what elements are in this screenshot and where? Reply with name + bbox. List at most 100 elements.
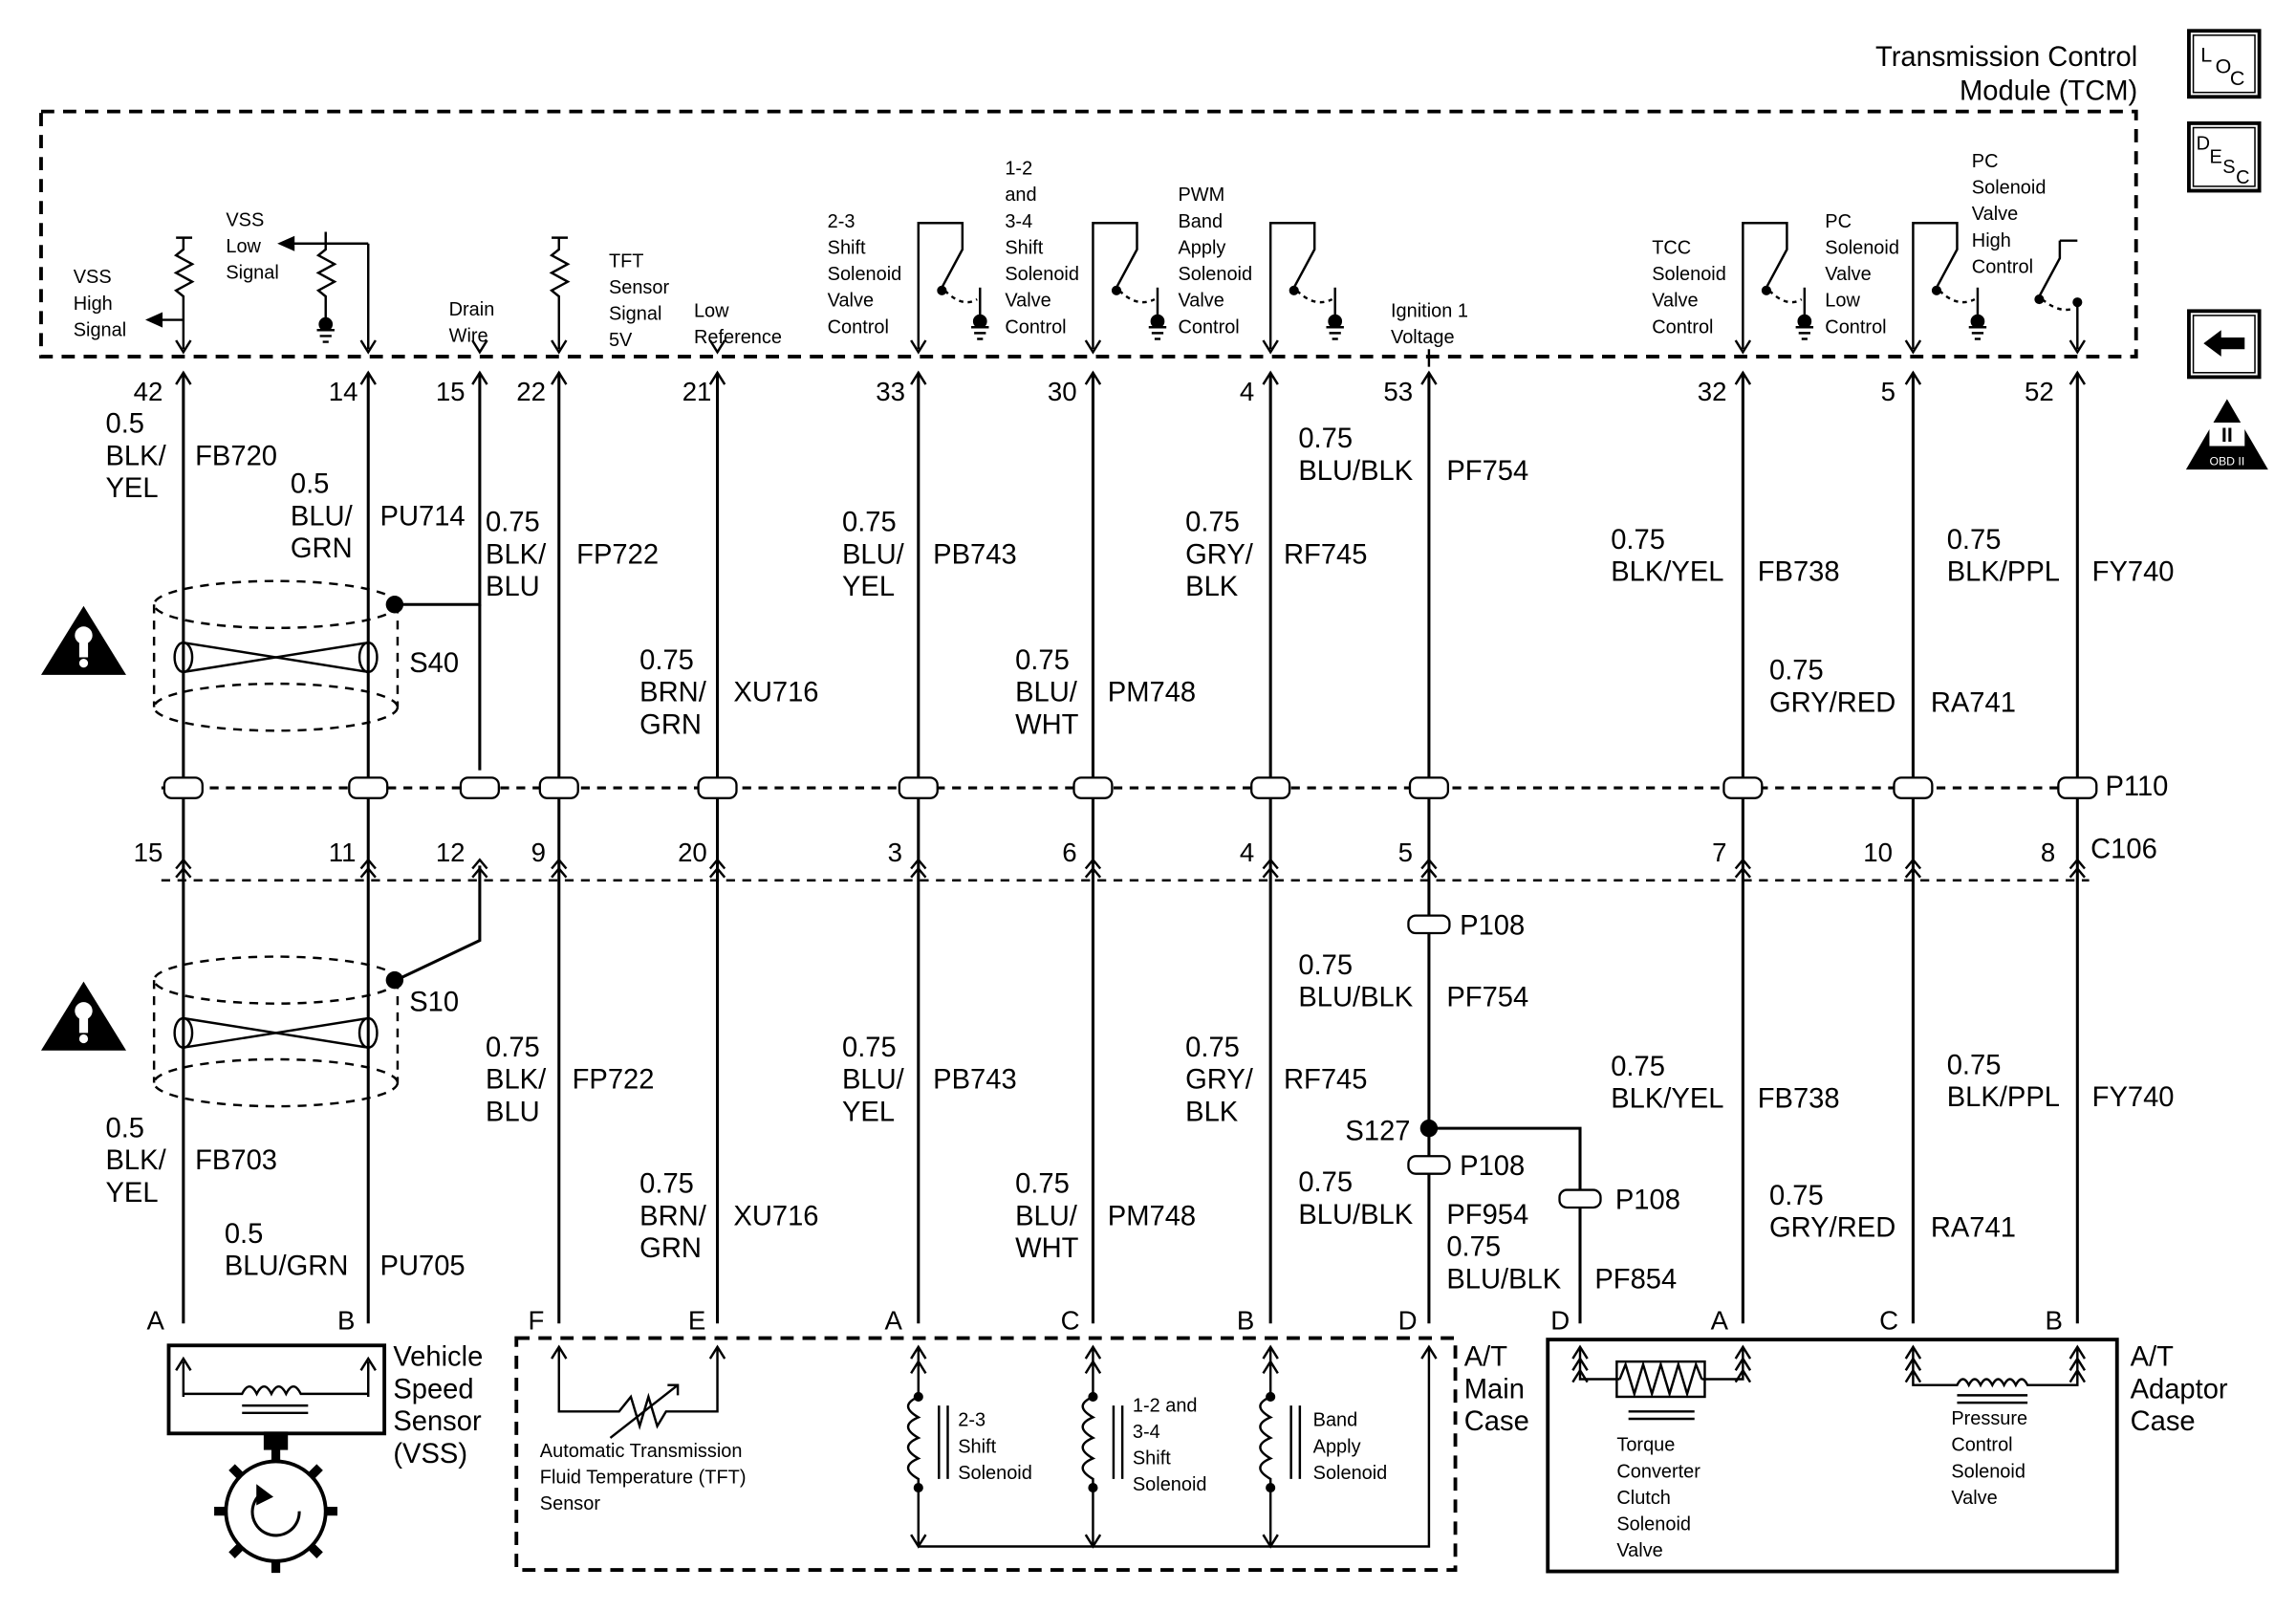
adaptor-pin-d: D bbox=[1550, 1305, 1570, 1335]
splice-s10-dot bbox=[385, 970, 404, 990]
tcm-pin-33: 33 bbox=[876, 377, 905, 406]
vss-sensor bbox=[166, 1343, 387, 1436]
p108-connectors bbox=[1407, 914, 1602, 1209]
tcm-pin-14: 14 bbox=[329, 377, 358, 406]
tcm-pin-30: 30 bbox=[1048, 377, 1077, 406]
tcm-pin-22: 22 bbox=[516, 377, 546, 406]
main-case-box bbox=[514, 1336, 1458, 1572]
warning-icon-upper[interactable] bbox=[40, 605, 126, 675]
wire-pm748-lower-circuit: PM748 bbox=[1108, 1201, 1196, 1231]
wire-fb738-upper-circuit: FB738 bbox=[1758, 557, 1840, 588]
wire-pf754-upper: 0.75 BLU/BLK bbox=[1298, 424, 1413, 487]
tcm-pin-32: 32 bbox=[1698, 377, 1727, 406]
wire-fy740-lower: 0.75 BLK/PPL bbox=[1947, 1050, 2060, 1113]
obd-ii-icon[interactable]: II OBD II bbox=[2185, 399, 2268, 470]
splice-s10: S10 bbox=[409, 987, 459, 1017]
svg-text:D: D bbox=[2197, 134, 2210, 155]
sol23-pin-a: A bbox=[884, 1305, 902, 1335]
loc-icon[interactable]: L O C bbox=[2187, 29, 2262, 99]
wire-pu705: 0.5 BLU/GRN bbox=[225, 1219, 349, 1282]
c106-pin-11: 11 bbox=[329, 838, 357, 867]
adaptor-pin-a: A bbox=[1711, 1305, 1729, 1335]
p110-label: P110 bbox=[2105, 772, 2168, 802]
tcm-pin-53: 53 bbox=[1383, 377, 1413, 406]
warning-icon-lower[interactable] bbox=[40, 981, 126, 1051]
adaptor-pin-b: B bbox=[2046, 1305, 2063, 1335]
svg-text:E: E bbox=[2209, 146, 2221, 167]
tft-pin-e: E bbox=[688, 1305, 705, 1335]
vss-label: Vehicle Speed Sensor (VSS) bbox=[393, 1342, 490, 1469]
back-arrow-icon[interactable] bbox=[2187, 309, 2262, 380]
wire-pb743-lower: 0.75 BLU/ YEL bbox=[842, 1033, 912, 1128]
c106-pin-9: 9 bbox=[531, 838, 546, 867]
wire-lines bbox=[182, 372, 2079, 1324]
wire-rf745-lower: 0.75 GRY/ BLK bbox=[1185, 1033, 1261, 1128]
wire-ra741-lower: 0.75 GRY/RED bbox=[1769, 1181, 1895, 1244]
p110-connectors bbox=[162, 776, 2098, 799]
adaptor-case-box bbox=[1546, 1338, 2119, 1574]
p108-label-1: P108 bbox=[1460, 911, 1525, 942]
wire-xu716-upper: 0.75 BRN/ GRN bbox=[639, 645, 714, 741]
wire-fb703-circuit: FB703 bbox=[195, 1145, 277, 1176]
c106-arrows bbox=[175, 858, 2086, 879]
wire-fb738-lower: 0.75 BLK/YEL bbox=[1611, 1052, 1723, 1115]
tcm-title-line2: Module (TCM) bbox=[1960, 76, 2137, 106]
c106-pin-5: 5 bbox=[1398, 838, 1413, 867]
wire-fy740-lower-circuit: FY740 bbox=[2092, 1082, 2175, 1113]
wire-pm748-upper: 0.75 BLU/ WHT bbox=[1015, 645, 1085, 741]
wire-pm748-upper-circuit: PM748 bbox=[1108, 678, 1196, 708]
wire-pb743-upper-circuit: PB743 bbox=[933, 539, 1017, 570]
adaptor-case-wiring bbox=[1571, 1344, 2087, 1421]
adaptor-pin-c: C bbox=[1879, 1305, 1898, 1335]
c106-pin-7: 7 bbox=[1712, 838, 1726, 867]
wire-pf854-circuit: PF854 bbox=[1594, 1264, 1677, 1295]
p108-label-2: P108 bbox=[1460, 1151, 1525, 1182]
p108-label-3: P108 bbox=[1615, 1186, 1680, 1216]
shield-upper bbox=[152, 579, 400, 732]
tcm-pin-21: 21 bbox=[682, 377, 712, 406]
tft-sensor-label: Automatic Transmission Fluid Temperature… bbox=[540, 1441, 751, 1514]
wire-ra741-lower-circuit: RA741 bbox=[1931, 1213, 2016, 1244]
wire-fb703: 0.5 BLK/ YEL bbox=[106, 1113, 174, 1208]
vss-pin-b: B bbox=[337, 1305, 355, 1335]
vss-pin-a: A bbox=[146, 1305, 164, 1335]
wire-pm748-lower: 0.75 BLU/ WHT bbox=[1015, 1169, 1085, 1265]
c106-pin-12: 12 bbox=[436, 838, 466, 867]
wire-pu705-circuit: PU705 bbox=[380, 1252, 466, 1282]
wire-xu716-lower: 0.75 BRN/ GRN bbox=[639, 1169, 714, 1265]
splice-s127: S127 bbox=[1345, 1116, 1410, 1146]
tcm-title-line1: Transmission Control bbox=[1875, 42, 2137, 73]
splice-s40-dot bbox=[385, 596, 404, 614]
c106-pin-8: 8 bbox=[2041, 838, 2055, 867]
tcc-solenoid-label: Torque Converter Clutch Solenoid Valve bbox=[1616, 1435, 1705, 1561]
wire-ra741-upper: 0.75 GRY/RED bbox=[1769, 656, 1895, 719]
wire-pf954-circuit: PF954 bbox=[1446, 1200, 1528, 1230]
c106-pin-6: 6 bbox=[1062, 838, 1076, 867]
wire-rf745-lower-circuit: RF745 bbox=[1284, 1065, 1367, 1096]
sol23-label: 2-3 Shift Solenoid bbox=[958, 1410, 1032, 1484]
adaptor-case-label: A/T Adaptor Case bbox=[2131, 1342, 2236, 1438]
wire-pb743-upper: 0.75 BLU/ YEL bbox=[842, 508, 912, 603]
wire-xu716-upper-circuit: XU716 bbox=[733, 678, 818, 708]
tft-pin-f: F bbox=[529, 1305, 545, 1335]
tcm-pin-5: 5 bbox=[1881, 377, 1895, 406]
c106-label: C106 bbox=[2090, 835, 2157, 865]
desc-icon[interactable]: D E S C bbox=[2187, 120, 2262, 193]
wire-fb720-circuit: FB720 bbox=[195, 441, 277, 471]
wire-pf954: 0.75 BLU/BLK bbox=[1298, 1167, 1413, 1230]
svg-text:O: O bbox=[2216, 55, 2232, 78]
shield-lower bbox=[152, 955, 400, 1108]
tcm-internal-circuitry bbox=[144, 222, 2083, 367]
svg-text:C: C bbox=[2236, 167, 2249, 188]
splice-s127-dot bbox=[1419, 1119, 1439, 1138]
wire-pu714-circuit: PU714 bbox=[380, 501, 466, 532]
svg-text:L: L bbox=[2200, 43, 2212, 66]
